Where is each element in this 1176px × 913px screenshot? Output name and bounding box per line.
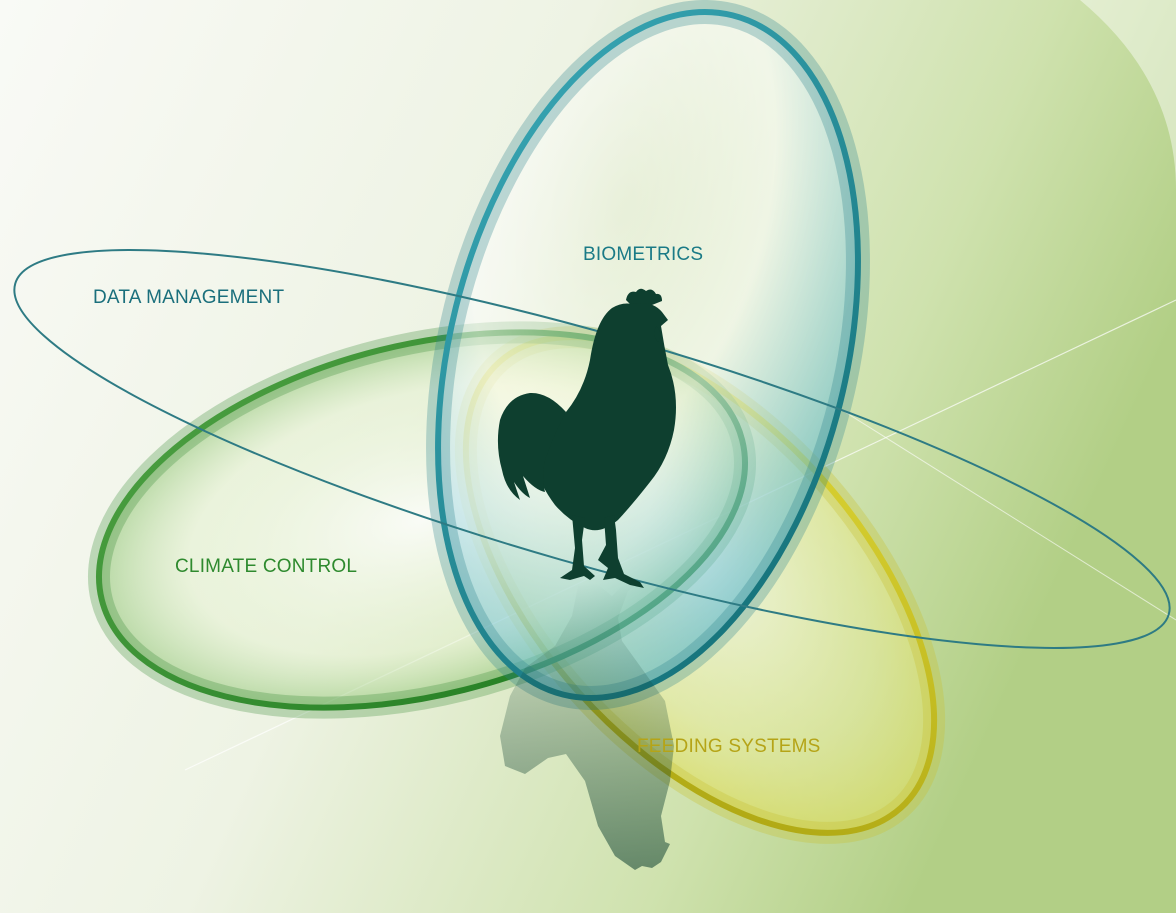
background-arc <box>1080 0 1176 190</box>
feeding-systems-label: FEEDING SYSTEMS <box>637 736 821 757</box>
data-management-label: DATA MANAGEMENT <box>93 287 285 308</box>
rooster-silhouette-icon <box>497 288 676 588</box>
climate-control-label: CLIMATE CONTROL <box>175 556 358 577</box>
biometrics-label: BIOMETRICS <box>583 244 704 265</box>
rooster-reflection <box>500 582 674 870</box>
light-streak <box>844 411 1176 621</box>
